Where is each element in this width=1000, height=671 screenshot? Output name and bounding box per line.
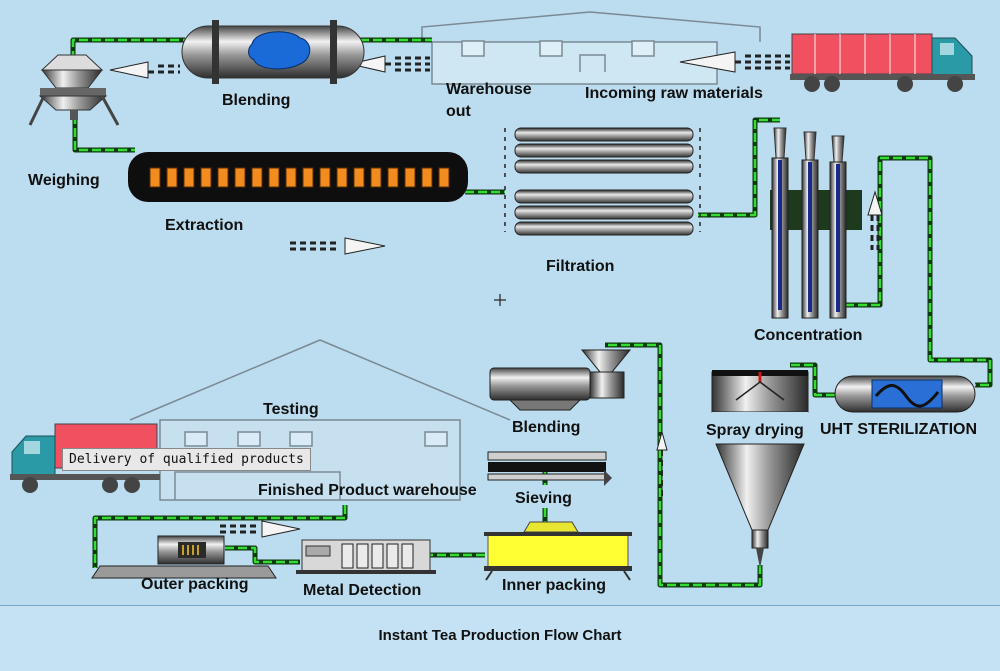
arrow-extraction-to-filtration: [290, 237, 386, 255]
footer-bar: [0, 605, 1000, 671]
label-extraction: Extraction: [165, 217, 244, 234]
weighing-hopper: [28, 54, 120, 126]
sieving-machine: [487, 451, 612, 486]
arrow-metal-detection: [220, 520, 301, 538]
blending-tank: [181, 20, 365, 84]
blending-mixer: [489, 349, 632, 411]
label-testing: Testing: [263, 401, 319, 418]
warehouse-bottom: [129, 339, 511, 501]
label-incoming-raw-materials: Incoming raw materials: [585, 85, 763, 102]
metal-detection-machine: [296, 539, 436, 574]
crosshair-mark: [494, 294, 506, 306]
extraction-tank: [128, 152, 468, 202]
chart-title: Instant Tea Production Flow Chart: [378, 627, 622, 644]
arrow-blending-to-weighing: [109, 61, 180, 79]
label-warehouse-out: Warehouse out: [446, 81, 532, 120]
pipeline: [70, 37, 993, 588]
label-concentration: Concentration: [754, 327, 863, 344]
process-diagram: [10, 11, 993, 588]
label-blending-top: Blending: [222, 92, 291, 109]
label-filtration: Filtration: [546, 258, 615, 275]
arrow-blending-to-sieving: [656, 430, 668, 500]
label-weighing: Weighing: [28, 172, 100, 189]
label-spray-drying: Spray drying: [706, 422, 804, 439]
label-uht-sterilization: UHT STERILIZATION: [820, 421, 978, 438]
label-sieving: Sieving: [515, 490, 572, 507]
label-metal-detection: Metal Detection: [303, 582, 422, 599]
uht-sterilizer: [834, 375, 976, 413]
arrow-warehouse-to-blending: [349, 55, 430, 73]
label-blending-bottom: Blending: [512, 419, 581, 436]
flow-arrows: [109, 51, 883, 538]
label-finished-product-warehouse: Finished Product warehouse: [258, 482, 477, 499]
outer-packing-machine: [91, 535, 277, 579]
label-outer-packing: Outer packing: [141, 576, 249, 593]
truck-incoming: [790, 33, 975, 92]
concentration-columns: [770, 127, 862, 319]
warehouse-top: [421, 11, 761, 85]
label-inner-packing: Inner packing: [502, 577, 607, 594]
arrow-concentration-up: [867, 190, 883, 250]
arrow-truck-to-warehouse: [679, 51, 790, 73]
filtration-unit: [504, 127, 701, 236]
spray-dryer: [711, 370, 809, 568]
label-delivery-qualified-products: Delivery of qualified products: [62, 448, 311, 471]
inner-packing-machine: [484, 521, 632, 581]
